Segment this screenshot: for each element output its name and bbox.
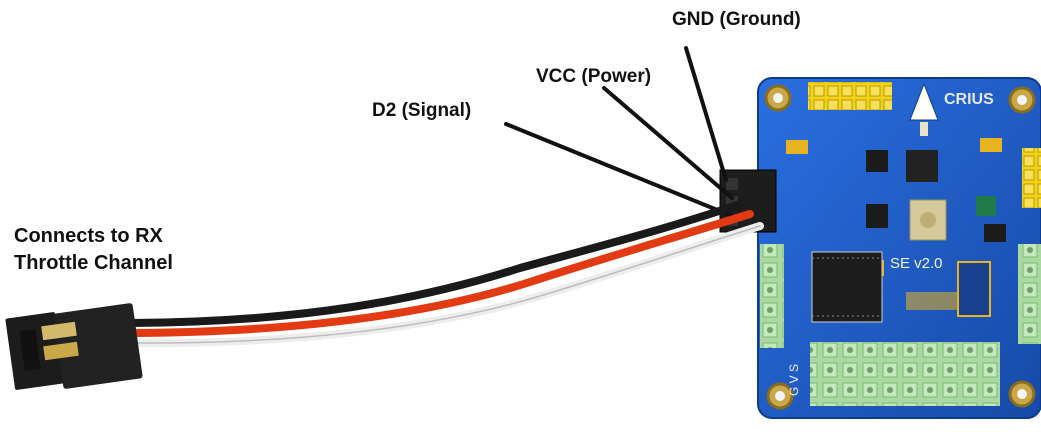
- d2-label: D2 (Signal): [372, 100, 471, 122]
- board-model: SE v2.0: [890, 255, 943, 272]
- vcc-label: VCC (Power): [536, 66, 651, 88]
- rx-label-line2: Throttle Channel: [14, 250, 173, 277]
- servo-plug: [5, 303, 143, 390]
- leader-gnd: [686, 48, 726, 180]
- yellow-header-right: [1022, 148, 1041, 208]
- green-header-bottom: [810, 342, 1000, 406]
- green-header-left: [760, 244, 784, 348]
- flight-controller-board: CRIUS SE v2.0 G V S: [720, 78, 1041, 418]
- main-mcu-chip: [812, 252, 882, 322]
- servo-cable: [132, 204, 760, 343]
- yellow-header-top: [808, 82, 892, 110]
- green-header-right: [1018, 244, 1041, 344]
- gnd-label: GND (Ground): [672, 9, 801, 31]
- rx-throttle-label: Connects to RX Throttle Channel: [14, 223, 173, 277]
- board-brand: CRIUS: [944, 91, 994, 108]
- rx-label-line1: Connects to RX: [14, 223, 173, 250]
- board-side-text: G V S: [787, 364, 801, 396]
